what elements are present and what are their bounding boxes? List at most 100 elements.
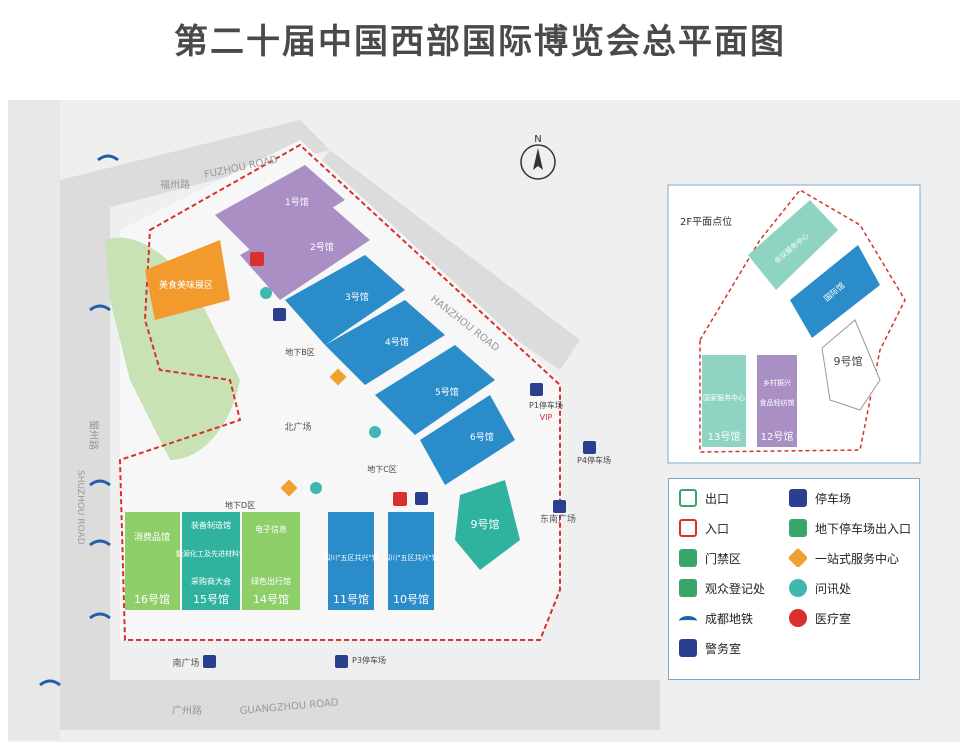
food-area-label: 美食美味展区 (159, 279, 213, 291)
medical-icon (789, 609, 807, 627)
police-icon (273, 308, 286, 321)
police-icon (415, 492, 428, 505)
map-title: 第二十届中国西部国际博览会总平面图 (174, 22, 786, 62)
metro-icon (89, 539, 111, 547)
hall-9 (455, 480, 520, 570)
road-guangzhou-cn: 广州路 (172, 704, 202, 717)
registration-icon (679, 579, 697, 597)
southeast-square-label: 东南广场 (540, 513, 576, 525)
underground-d-label: 地下D区 (225, 500, 255, 510)
inset-hall-9-label: 9号馆 (834, 354, 863, 368)
inset-boundary (699, 189, 906, 453)
hall-3 (285, 255, 405, 345)
parking-icon (789, 489, 807, 507)
legend-item-entrance: 入口 (679, 517, 729, 539)
hall-16-desc: 消费品馆 (134, 531, 170, 543)
underground-parking-icon (789, 519, 807, 537)
parking-icon (203, 655, 216, 668)
hall-11-desc: 四川"五区共兴"馆 (323, 553, 378, 562)
compass-needle (533, 148, 543, 170)
hall-5 (375, 345, 495, 435)
food-area (145, 240, 230, 320)
north-square-label: 北广场 (284, 421, 311, 433)
parking-icon (530, 383, 543, 396)
service-center-icon (787, 547, 809, 569)
legend-item-police: 警务室 (679, 637, 741, 659)
hall-1-label: 1号馆 (285, 196, 309, 208)
compass-label: N (534, 134, 541, 145)
underground-b-label: 地下B区 (285, 347, 315, 357)
hall-6 (420, 395, 515, 485)
hall-11-label: 11号馆 (333, 592, 369, 606)
inset-hall-9 (821, 319, 881, 411)
legend-item-gate: 门禁区 (679, 547, 741, 569)
legend-item-underground-parking: 地下停车场出入口 (789, 517, 911, 539)
medical-icon (250, 252, 264, 266)
guangzhou-road (60, 680, 660, 730)
metro-icon (89, 479, 111, 487)
hall-14-label: 14号馆 (253, 592, 289, 606)
south-square-label: 南广场 (172, 657, 199, 669)
road-shuzhou-cn: 蜀州路 (87, 420, 100, 450)
hall-4 (325, 300, 445, 385)
legend-item-info-desk: 问讯处 (789, 577, 851, 599)
legend-item-exit: 出口 (679, 487, 729, 509)
parking-icon (335, 655, 348, 668)
vip-label: VIP (540, 413, 553, 422)
hall-15 (182, 512, 240, 610)
hall-5-label: 5号馆 (435, 386, 459, 398)
service-center-icon (280, 479, 298, 497)
info-desk-icon (369, 426, 381, 438)
hall-2 (240, 205, 370, 300)
inset-hall-13 (702, 355, 746, 447)
p4-label: P4停车场 (577, 455, 611, 465)
info-desk-icon (310, 482, 322, 494)
hall-10-label: 10号馆 (393, 592, 429, 606)
inset-hall-12 (757, 355, 797, 447)
hall-15-desc1: 装备制造馆 (191, 520, 231, 530)
fuzhou-road (60, 120, 330, 215)
inset-hall-7 (748, 200, 838, 290)
west-block (8, 100, 60, 740)
legend-item-registration: 观众登记处 (679, 577, 765, 599)
service-center-icon (329, 368, 347, 386)
hall-2-label: 2号馆 (310, 241, 334, 253)
entrance-icon (679, 519, 697, 537)
inset-title: 2F平面点位 (680, 215, 732, 228)
hall-9-label: 9号馆 (471, 517, 500, 531)
police-icon (679, 639, 697, 657)
metro-icon (39, 679, 61, 687)
metro-icon (89, 304, 111, 312)
inset-hall-8 (790, 245, 880, 338)
exit-icon (679, 489, 697, 507)
inset-hall-12-label: 12号馆 (761, 430, 794, 443)
hall-15-desc3: 采购商大会 (191, 576, 231, 586)
medical-icon (393, 492, 407, 506)
hall-3-label: 3号馆 (345, 291, 369, 303)
hall-16-label: 16号馆 (134, 592, 170, 606)
gate-icon (679, 549, 697, 567)
hall-16 (125, 512, 180, 610)
legend-item-parking: 停车场 (789, 487, 851, 509)
metro-icon (679, 616, 697, 626)
info-desk-icon (260, 287, 272, 299)
inset-hall-13-desc: 国家服务中心 (703, 393, 745, 402)
parking-icon (553, 500, 566, 513)
parking-icon (583, 441, 596, 454)
info-desk-icon (789, 579, 807, 597)
legend: 出口 停车场 入口 地下停车场出入口 门禁区 一站式服务中心 观众登记处 问讯处… (668, 478, 920, 680)
inset-hall-13-label: 13号馆 (708, 430, 741, 443)
hall-10 (388, 512, 434, 610)
hall-14-desc: 电子信息 (255, 524, 287, 534)
underground-c-label: 地下C区 (367, 464, 397, 474)
site-boundary (118, 143, 561, 641)
metro-icon (89, 612, 111, 620)
legend-item-medical: 医疗室 (789, 607, 851, 629)
legend-item-metro: 成都地铁 (679, 607, 753, 629)
hall-1 (215, 165, 345, 255)
inset-hall-12-desc2: 乡村振兴 (763, 378, 791, 387)
hall-14-desc2: 绿色出行馆 (251, 576, 291, 586)
hall-4-label: 4号馆 (385, 336, 409, 348)
shuzhou-road (60, 180, 110, 700)
